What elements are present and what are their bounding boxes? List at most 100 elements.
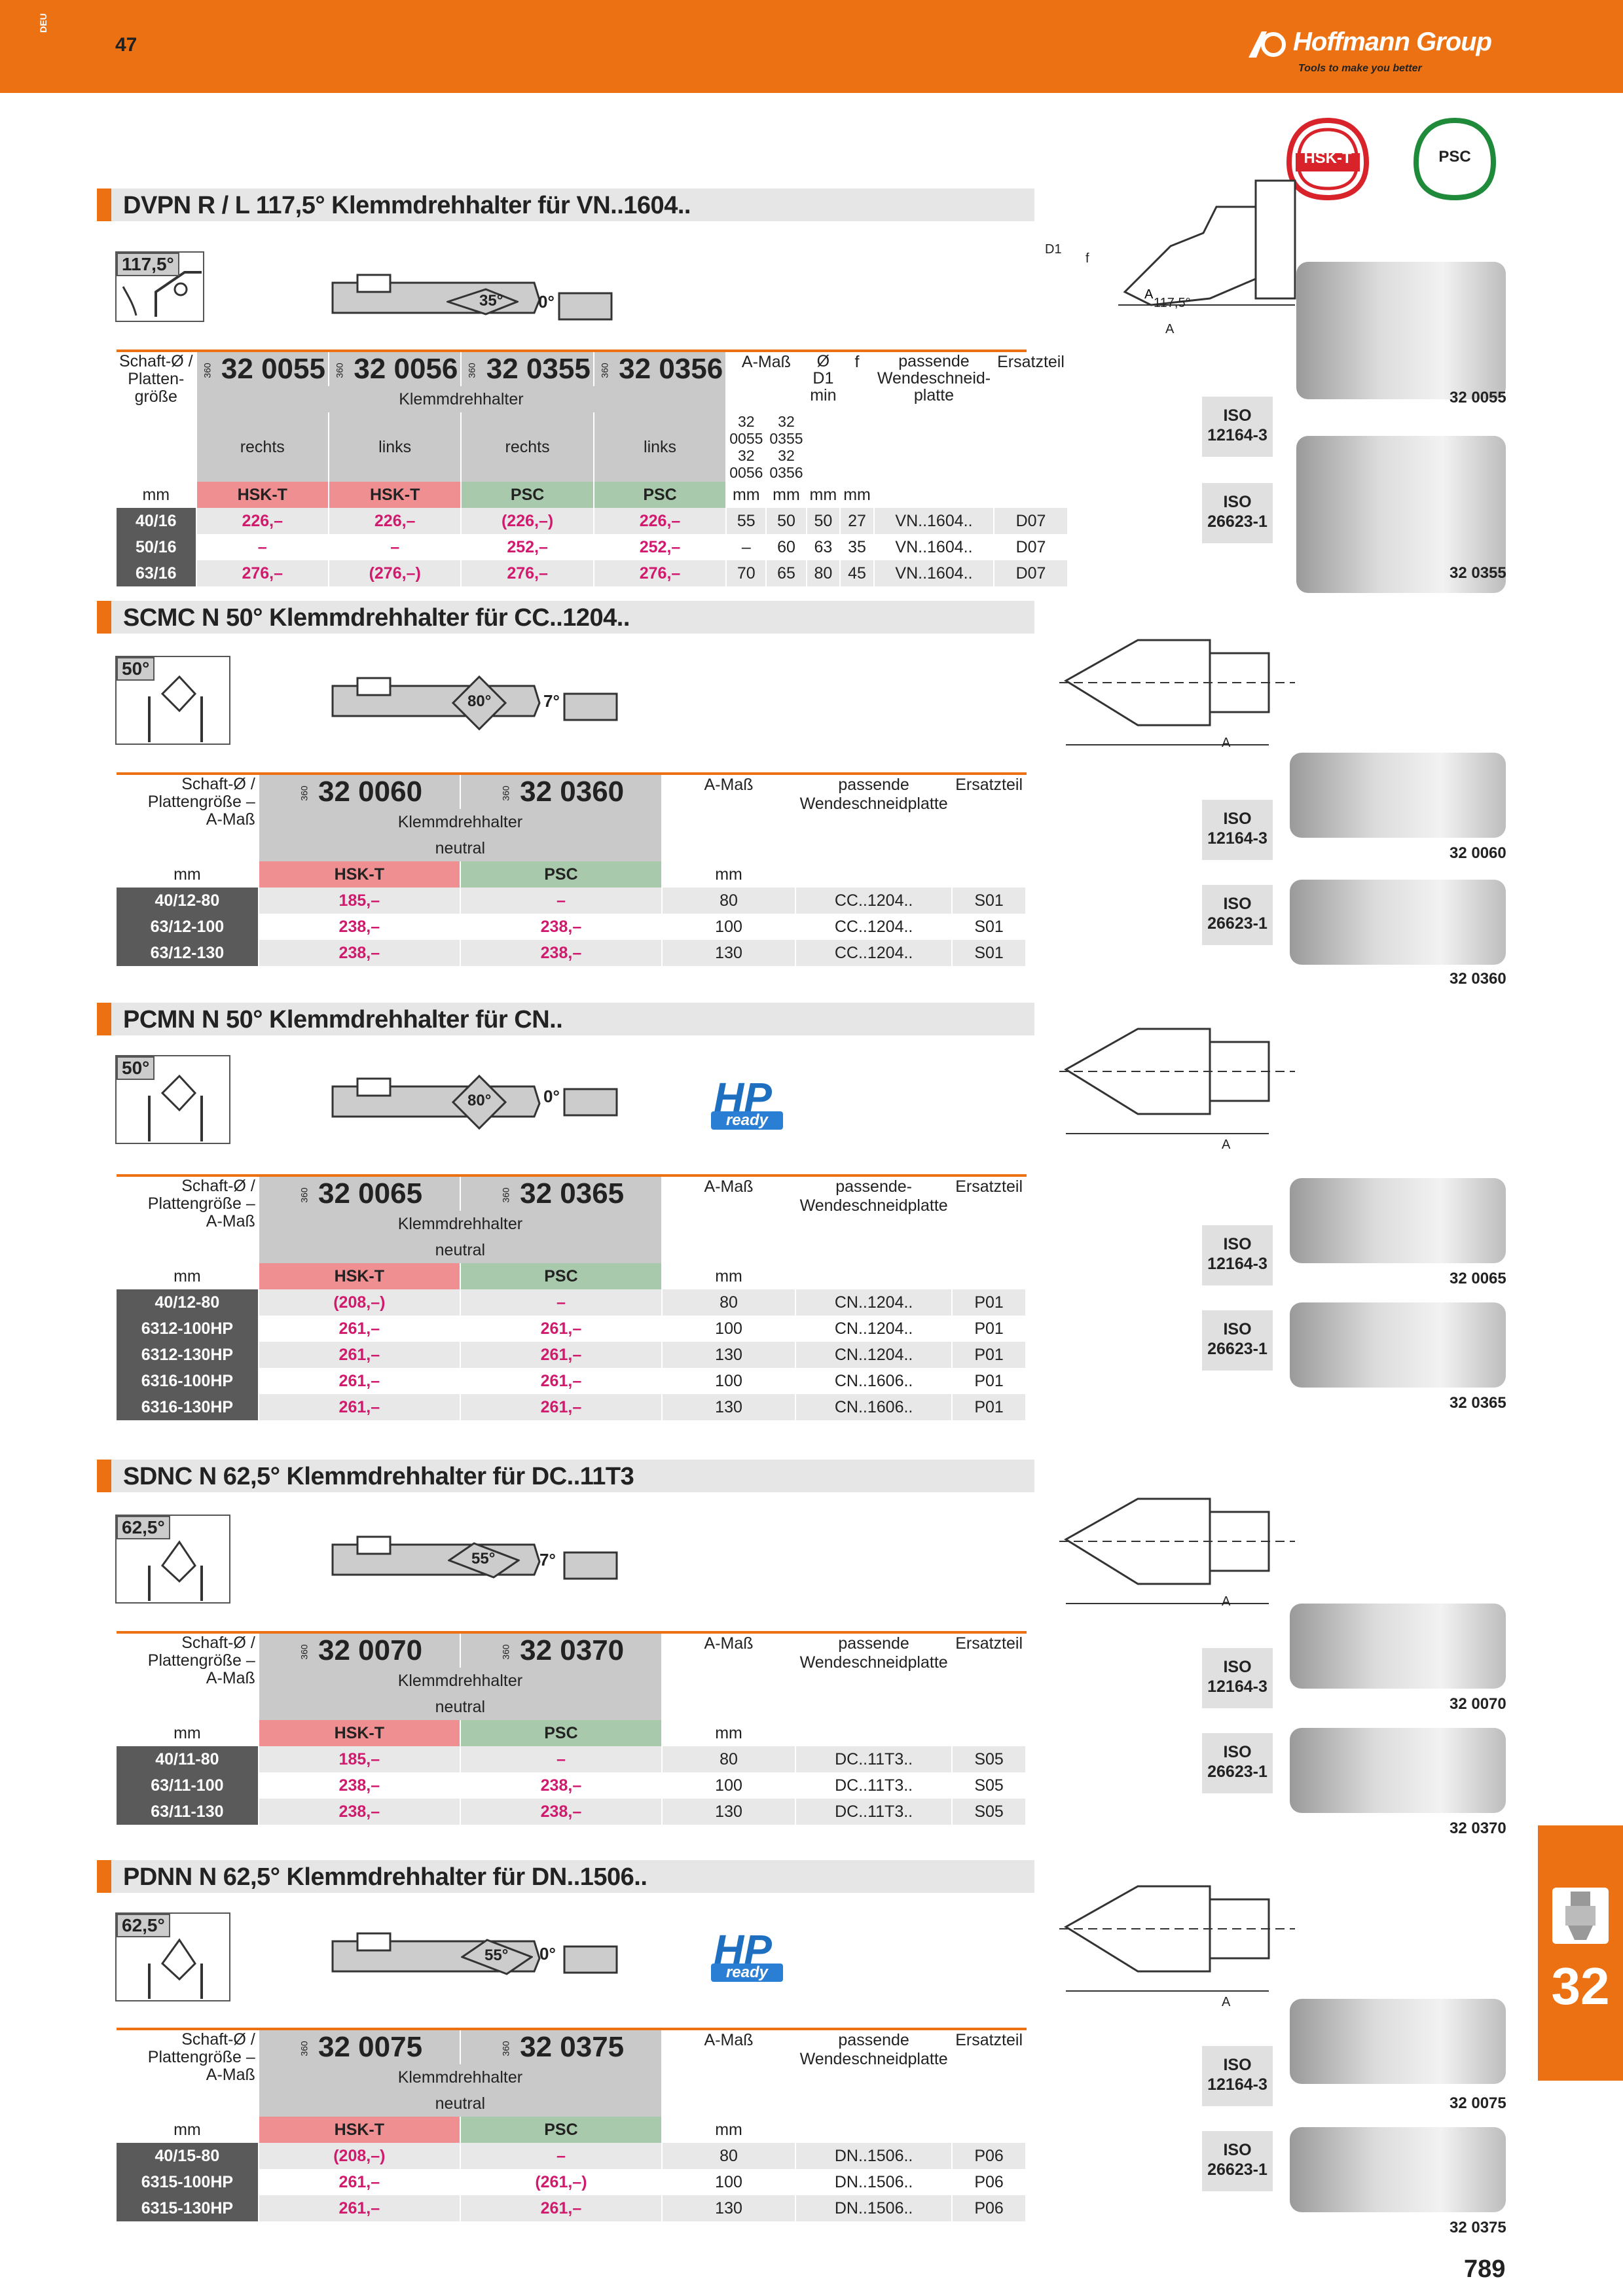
holder-angle-icon [148,675,203,742]
spare-header: Ersatzteil [994,352,1068,482]
product-photo[interactable] [1290,1178,1506,1263]
system-psc: PSC [593,482,727,508]
table-top-line [117,350,1027,352]
psc-badge-icon [1413,117,1497,201]
d1-header: Ø D1 min [806,352,841,412]
drawing-a-label: A [1222,1995,1231,2009]
unit-mm: mm [726,482,767,508]
amass-header: A-Maß [662,1177,797,1263]
iso-label: ISO 12164-3 [1202,1648,1273,1708]
product-photo[interactable] [1296,436,1506,593]
shaft-size-header: Schaft-Ø /Platten-größe [117,352,197,482]
table-top-line [117,1174,1027,1177]
clearance-angle-label: 0° [539,1944,556,1964]
holder-angle-icon [148,1074,203,1141]
angle-label: 62,5° [117,1914,170,1937]
product-photo[interactable] [1296,262,1506,399]
insert-shape-icon: 80° [451,675,507,731]
amass-header: A-Maß [662,1634,797,1720]
insert-header: passende Wendeschneidplatte [795,2030,953,2117]
photo-code: 32 0360 [1450,970,1506,988]
insert-shape-icon: 55° [447,1541,521,1580]
system-psc: PSC [460,1263,663,1289]
clearance-angle-label: 7° [539,1550,556,1570]
system-psc: PSC [460,1720,663,1746]
orientation-label: neutral [258,835,663,861]
holder-angle-icon [148,1938,203,1999]
photo-code: 32 0365 [1450,1394,1506,1412]
section-title: PCMN N 50° Klemmdrehhalter für CN.. [123,1006,563,1033]
language-code: DEU [38,13,48,33]
product-photo[interactable] [1290,753,1506,838]
photo-code: 32 0060 [1450,844,1506,862]
spare-header: Ersatzteil [952,2030,1027,2117]
angle-label: 50° [117,657,155,681]
iso-label: ISO 26623-1 [1202,1733,1273,1793]
insert-header: passende Wendeschneidplatte [795,775,953,861]
photo-code: 32 0370 [1450,1820,1506,1837]
angle-pictogram: 62,5° [115,1515,230,1604]
workpiece-icon [331,677,541,717]
iso-label: ISO 12164-3 [1202,800,1273,860]
angle-label: 117,5° [117,253,179,276]
brand-name: Hoffmann Group [1293,27,1492,56]
clearance-angle-label: 0° [543,1086,560,1106]
iso-label: ISO 26623-1 [1202,1310,1273,1371]
drawing-a-label: A [1222,1594,1231,1609]
product-photo[interactable] [1290,1999,1506,2084]
product-photo[interactable] [1290,2127,1506,2212]
section-sdnc: SDNC N 62,5° Klemmdrehhalter für DC..11T… [97,1460,1295,1852]
hoffmann-logo-icon [1249,31,1286,58]
angle-pictogram: 117,5° [115,251,204,322]
brand-logo[interactable]: Hoffmann Group Tools to make you better [1247,26,1516,79]
angle-label: 62,5° [117,1516,170,1539]
holder-label: Klemmdrehhalter [258,1668,663,1694]
section-title: DVPN R / L 117,5° Klemmdrehhalter für VN… [123,192,691,219]
product-photo[interactable] [1290,1604,1506,1689]
system-hskt: HSK-T [258,1720,461,1746]
product-photo[interactable] [1290,1302,1506,1388]
unit-mm: mm [806,482,841,508]
product-photo[interactable] [1290,1728,1506,1813]
product-photo[interactable] [1290,880,1506,965]
drawing-angle-label: 117,5° [1154,296,1191,310]
clearance-icon [563,1551,618,1580]
holder-label: Klemmdrehhalter [258,809,663,835]
section-title-bar: PDNN N 62,5° Klemmdrehhalter für DN..150… [97,1860,1034,1893]
unit-mm: mm [662,1720,797,1746]
tool-holder-icon [1552,1888,1609,1944]
insert-shape-icon: 55° [460,1937,534,1977]
chapter-tab[interactable]: 32 [1538,1825,1623,2081]
